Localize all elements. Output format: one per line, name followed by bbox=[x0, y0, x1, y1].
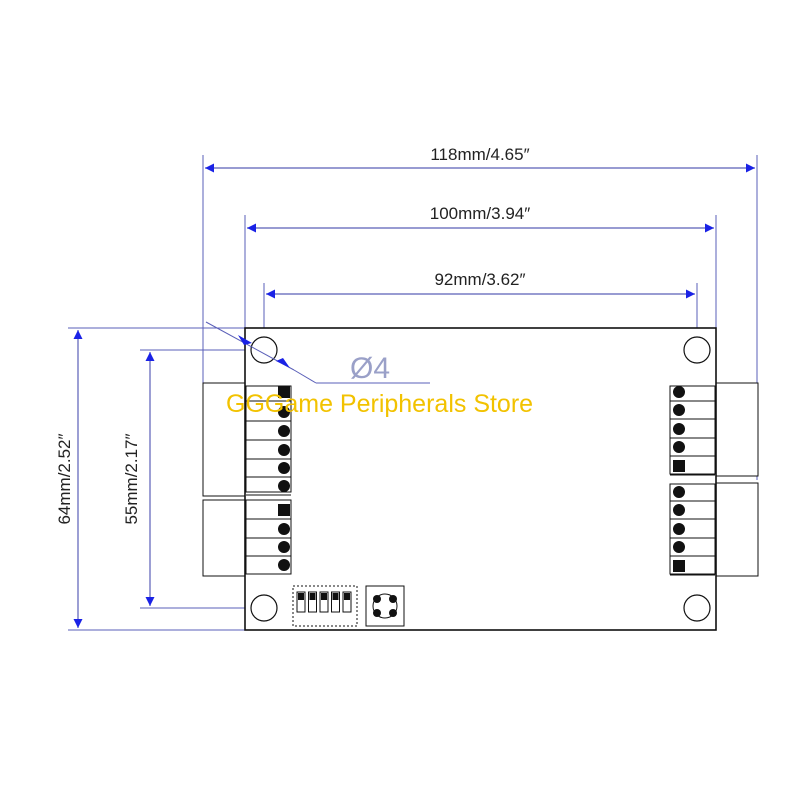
terminal-pin bbox=[673, 560, 685, 572]
dip-key-knob bbox=[298, 593, 304, 600]
hole-leader-arrow-upper bbox=[238, 335, 252, 345]
terminal-pin bbox=[673, 523, 685, 535]
dip-key bbox=[296, 591, 306, 613]
dip-key bbox=[319, 591, 329, 613]
left-connector-top bbox=[202, 382, 247, 497]
terminal-pin bbox=[673, 541, 685, 553]
terminal-pin bbox=[673, 441, 685, 453]
terminal-pin bbox=[673, 486, 685, 498]
terminal-pin bbox=[278, 523, 290, 535]
mounting-hole-bottom-right bbox=[683, 594, 711, 622]
label-hole-diameter: Ø4 bbox=[350, 352, 390, 385]
terminal-pin bbox=[278, 559, 290, 571]
dip-key-knob bbox=[332, 593, 339, 600]
terminal-pin bbox=[278, 425, 290, 437]
store-watermark: GGGame Peripherals Store bbox=[226, 390, 534, 418]
right-connectors bbox=[714, 382, 759, 577]
terminal-pin bbox=[278, 480, 290, 492]
dimension-lines bbox=[73, 163, 755, 628]
mounting-holes bbox=[250, 336, 711, 622]
terminal-pin bbox=[673, 404, 685, 416]
dip-key-knob bbox=[344, 593, 350, 600]
dip-key-knob bbox=[309, 593, 316, 600]
label-width-board: 100mm/3.94″ bbox=[430, 204, 531, 223]
dip-key bbox=[331, 591, 340, 613]
right-connector-bottom bbox=[714, 482, 759, 577]
label-width-overall: 118mm/4.65″ bbox=[430, 145, 529, 164]
dip-switch bbox=[292, 585, 358, 627]
terminal-pin bbox=[278, 541, 290, 553]
terminal-pin bbox=[673, 460, 685, 472]
dip-key-knob bbox=[321, 593, 327, 600]
hole-leader-arrow-lower bbox=[276, 358, 290, 368]
dip-key bbox=[308, 591, 317, 613]
small-component bbox=[365, 585, 405, 627]
right-terminal-block bbox=[669, 385, 716, 576]
right-connector-top bbox=[714, 382, 759, 477]
left-connectors bbox=[202, 382, 247, 577]
left-connector-bottom bbox=[202, 499, 247, 577]
label-height-overall: 64mm/2.52″ bbox=[55, 433, 74, 524]
mounting-hole-top-right bbox=[683, 336, 711, 364]
label-width-holes: 92mm/3.62″ bbox=[434, 270, 525, 289]
terminal-pin bbox=[673, 504, 685, 516]
terminal-pin bbox=[673, 423, 685, 435]
terminal-pin bbox=[278, 444, 290, 456]
left-terminal-block bbox=[245, 385, 292, 575]
mounting-hole-bottom-left bbox=[250, 594, 278, 622]
board-outline bbox=[244, 327, 717, 631]
terminal-pin bbox=[278, 504, 290, 516]
mounting-hole-top-left bbox=[250, 336, 278, 364]
terminal-pin bbox=[278, 406, 290, 418]
terminal-pin bbox=[278, 386, 290, 398]
label-height-holes: 55mm/2.17″ bbox=[122, 433, 141, 524]
dip-key bbox=[342, 591, 352, 613]
terminal-pin bbox=[673, 386, 685, 398]
terminal-pin bbox=[278, 462, 290, 474]
